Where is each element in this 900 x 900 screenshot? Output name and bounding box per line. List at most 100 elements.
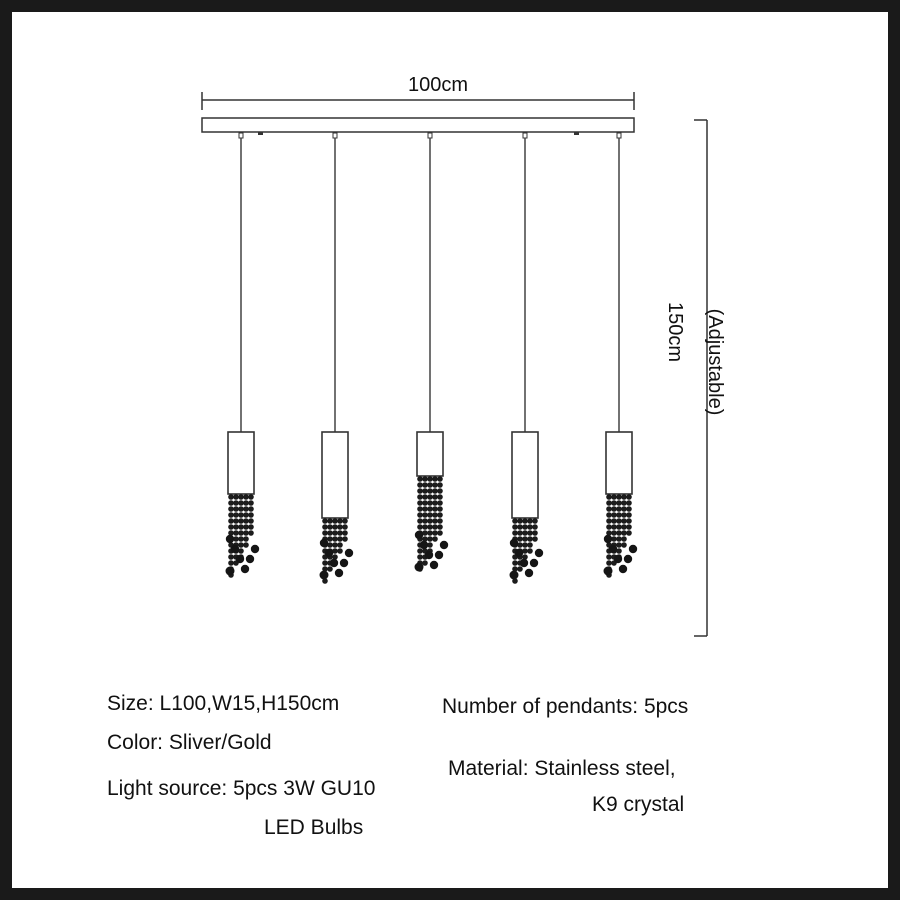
- crystal-bead: [332, 548, 338, 554]
- crystal-bead: [512, 578, 518, 584]
- crystal-drop: [424, 550, 434, 560]
- crystal-drop: [618, 564, 628, 574]
- crystal-bead: [238, 530, 244, 536]
- crystal-bead: [616, 548, 622, 554]
- crystal-bead: [417, 548, 423, 554]
- crystal-bead: [238, 542, 244, 548]
- crystal-bead: [517, 566, 523, 572]
- crystal-bead: [332, 536, 338, 542]
- crystal-bead: [606, 506, 612, 512]
- crystal-bead: [243, 518, 249, 524]
- crystal-bead: [422, 506, 428, 512]
- crystal-bead: [527, 518, 533, 524]
- crystal-bead: [437, 488, 443, 494]
- crystal-bead: [228, 506, 234, 512]
- crystal-bead: [417, 488, 423, 494]
- crystal-bead: [512, 518, 518, 524]
- spec-material: Material: Stainless steel,: [448, 757, 676, 780]
- crystal-bead: [342, 536, 348, 542]
- crystal-bead: [243, 536, 249, 542]
- crystal-bead: [626, 524, 632, 530]
- crystal-bead: [322, 524, 328, 530]
- crystal-bead: [616, 542, 622, 548]
- crystal-bead: [337, 518, 343, 524]
- crystal-bead: [427, 488, 433, 494]
- crystal-bead: [522, 518, 528, 524]
- crystal-bead: [233, 530, 239, 536]
- crystal-bead: [432, 482, 438, 488]
- crystal-bead: [437, 476, 443, 482]
- crystal-drop: [319, 570, 329, 580]
- crystal-bead: [427, 476, 433, 482]
- crystal-bead: [238, 500, 244, 506]
- crystal-drop: [628, 544, 638, 554]
- crystal-bead: [611, 530, 617, 536]
- lamp-cylinder: [321, 431, 349, 519]
- crystal-bead: [522, 536, 528, 542]
- crystal-bead: [238, 518, 244, 524]
- crystal-bead: [626, 494, 632, 500]
- crystal-bead: [427, 524, 433, 530]
- crystal-bead: [621, 530, 627, 536]
- crystal-bead: [238, 494, 244, 500]
- crystal-bead: [611, 512, 617, 518]
- crystal-drop: [319, 538, 329, 548]
- crystal-bead: [327, 566, 333, 572]
- crystal-bead: [327, 524, 333, 530]
- crystal-drop: [509, 570, 519, 580]
- crystal-bead: [606, 494, 612, 500]
- crystal-bead: [527, 530, 533, 536]
- crystal-bead: [606, 524, 612, 530]
- crystal-bead: [621, 512, 627, 518]
- crystal-drop: [429, 560, 439, 570]
- crystal-bead: [427, 530, 433, 536]
- crystal-bead: [337, 542, 343, 548]
- crystal-bead: [422, 488, 428, 494]
- spec-light-source-cont: LED Bulbs: [264, 816, 364, 839]
- crystal-bead: [437, 512, 443, 518]
- crystal-bead: [437, 482, 443, 488]
- crystal-drop: [434, 550, 444, 560]
- crystal-bead: [427, 536, 433, 542]
- pendant-3: [414, 132, 449, 572]
- crystal-bead: [422, 500, 428, 506]
- crystal-bead: [422, 560, 428, 566]
- crystal-bead: [422, 518, 428, 524]
- crystal-bead: [228, 518, 234, 524]
- crystal-bead: [432, 530, 438, 536]
- crystal-bead: [606, 500, 612, 506]
- crystal-bead: [417, 476, 423, 482]
- crystal-bead: [606, 554, 612, 560]
- crystal-bead: [228, 500, 234, 506]
- crystal-bead: [417, 524, 423, 530]
- crystal-bead: [427, 500, 433, 506]
- crystal-bead: [532, 524, 538, 530]
- width-dimension: 100cm: [201, 74, 635, 110]
- pendant-4: [509, 132, 544, 584]
- crystal-bead: [621, 506, 627, 512]
- crystal-bead: [432, 500, 438, 506]
- crystal-bead: [417, 512, 423, 518]
- crystal-drop: [414, 530, 424, 540]
- crystal-bead: [417, 506, 423, 512]
- crystal-bead: [532, 536, 538, 542]
- crystal-bead: [233, 500, 239, 506]
- crystal-bead: [228, 512, 234, 518]
- lamp-cylinder: [605, 431, 633, 495]
- crystal-bead: [621, 518, 627, 524]
- crystal-bead: [248, 524, 254, 530]
- crystal-drop: [534, 548, 544, 558]
- pendant-5: [603, 132, 638, 578]
- crystal-bead: [233, 518, 239, 524]
- crystal-bead: [522, 542, 528, 548]
- spec-material-cont: K9 crystal: [592, 793, 685, 816]
- crystal-bead: [626, 506, 632, 512]
- chandelier-dimension-diagram: 100cm 150cm (Adjustable): [201, 74, 726, 637]
- crystal-bead: [332, 518, 338, 524]
- crystal-bead: [243, 500, 249, 506]
- crystal-bead: [228, 494, 234, 500]
- crystal-bead: [611, 536, 617, 542]
- crystal-bead: [337, 548, 343, 554]
- crystal-bead: [332, 542, 338, 548]
- crystal-bead: [322, 518, 328, 524]
